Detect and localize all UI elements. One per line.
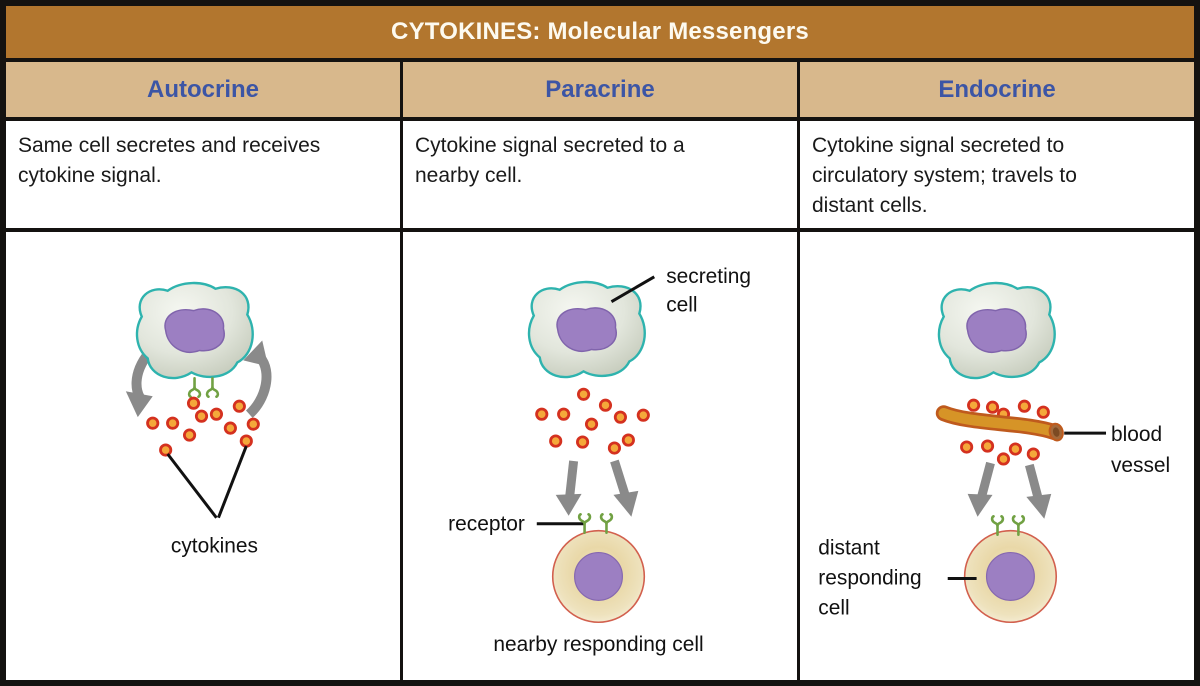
description-line: Cytokine signal secreted to — [812, 134, 1065, 157]
receptor-icon — [599, 513, 614, 534]
arrow-down-icon — [125, 391, 153, 418]
responding-cell — [551, 529, 646, 624]
title-bar: CYTOKINES: Molecular Messengers — [6, 6, 1194, 58]
description-line: distant cells. — [812, 194, 928, 217]
blood-vessel-label-line1: blood — [1111, 423, 1162, 446]
column-header-endocrine: Endocrine — [800, 62, 1194, 117]
description-autocrine: Same cell secretes and receives cytokine… — [6, 121, 400, 228]
description-row: Same cell secretes and receives cytokine… — [6, 121, 1194, 228]
diagram-autocrine: cytokines — [6, 232, 400, 680]
signal-arrows — [967, 461, 1052, 519]
distant-cell-label-line3: cell — [818, 596, 849, 619]
diagram-endocrine: blood vessel — [800, 232, 1194, 680]
blood-vessel — [935, 405, 1064, 442]
description-line: cytokine signal. — [18, 164, 162, 187]
arrow-down-icon — [1026, 493, 1052, 519]
secreting-cell — [527, 280, 646, 379]
cytokine-dots — [146, 396, 260, 457]
cytokines-label: cytokines — [171, 535, 258, 558]
secreting-cell — [937, 281, 1056, 380]
distant-cell-label-line1: distant — [818, 537, 880, 560]
header-label: Endocrine — [938, 75, 1056, 103]
nearby-responding-cell-label: nearby responding cell — [493, 633, 703, 656]
arrow-down-icon — [967, 493, 993, 517]
column-header-paracrine: Paracrine — [403, 62, 797, 117]
cytokines-pointer-lines — [166, 445, 248, 519]
column-header-autocrine: Autocrine — [6, 62, 400, 117]
receptor-icon — [187, 377, 202, 398]
description-line: circulatory system; travels to — [812, 164, 1077, 187]
secreting-cell — [135, 281, 254, 380]
description-paracrine: Cytokine signal secreted to a nearby cel… — [403, 121, 797, 228]
description-line: Cytokine signal secreted to a — [415, 134, 685, 157]
header-label: Paracrine — [545, 75, 655, 103]
diagram-paracrine: secreting cell — [403, 232, 797, 680]
header-label: Autocrine — [146, 75, 259, 103]
receptor-label: receptor — [448, 513, 525, 536]
arrow-up-icon — [243, 340, 269, 367]
header-row: Autocrine Paracrine Endocrine — [6, 62, 1194, 117]
description-line: Same cell secretes and receives — [18, 134, 321, 157]
description-endocrine: Cytokine signal secreted to circulatory … — [800, 121, 1194, 228]
secreting-cell-pointer-line — [610, 275, 656, 303]
arrow-down-icon — [555, 493, 582, 516]
arrow-down-icon — [613, 490, 639, 517]
blood-vessel-label-line2: vessel — [1111, 454, 1170, 477]
receptor-icon — [205, 377, 220, 398]
cytokine-dots — [535, 387, 650, 455]
secreting-cell-label-line2: cell — [666, 294, 697, 317]
figure-title: CYTOKINES: Molecular Messengers — [391, 18, 809, 45]
description-line: nearby cell. — [415, 164, 523, 187]
diagram-row: cytokines secreting cell — [6, 232, 1194, 680]
responding-cell — [963, 529, 1058, 624]
secreting-cell-label-line1: secreting — [666, 265, 751, 288]
cytokine-dots — [960, 439, 1040, 466]
signal-arrows — [555, 459, 639, 517]
distant-cell-label-line2: responding — [818, 566, 921, 589]
